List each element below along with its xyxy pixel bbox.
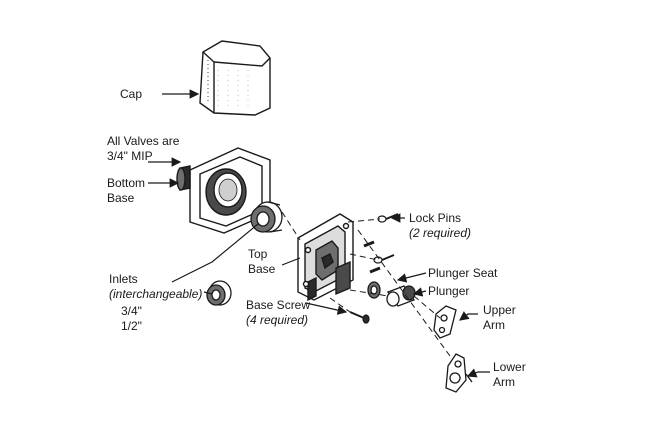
upper-arm-label-line2: Arm — [483, 318, 505, 332]
inlet-1-2-part — [206, 280, 232, 306]
inlet-size-1-2: 1/2" — [121, 319, 142, 333]
base-screw-label: Base Screw — [246, 298, 311, 312]
inlets-note: (interchangeable) — [109, 287, 203, 301]
lock-pins-note: (2 required) — [409, 226, 472, 240]
bottom-base-label-line2: Base — [107, 191, 135, 205]
cap-part — [199, 40, 271, 116]
lower-arm-part — [445, 353, 473, 393]
upper-arm-part — [433, 305, 457, 339]
lower-arm-label-line1: Lower — [493, 360, 526, 374]
all-valves-label-line2: 3/4" MIP — [107, 149, 153, 163]
callout-leaders — [148, 89, 490, 378]
plunger-seat-label: Plunger Seat — [428, 266, 498, 280]
inlet-size-3-4: 3/4" — [121, 304, 142, 318]
inlets-label: Inlets — [109, 272, 138, 286]
top-base-label-line1: Top — [248, 247, 268, 261]
base-screw-note: (4 required) — [246, 313, 309, 327]
plunger-seat-part — [367, 281, 381, 299]
top-base-part — [297, 213, 354, 302]
lock-pins-label: Lock Pins — [409, 211, 462, 225]
plunger-label: Plunger — [428, 284, 470, 298]
bottom-base-part — [176, 147, 271, 234]
lock-pin-parts — [363, 213, 399, 274]
base-screw-parts — [349, 311, 370, 324]
bottom-base-label-line1: Bottom — [107, 176, 146, 190]
lower-arm-label-line2: Arm — [493, 375, 515, 389]
assembly-axis-lines — [281, 211, 451, 357]
plunger-part — [386, 285, 416, 307]
cap-label: Cap — [120, 87, 143, 101]
top-base-label-line2: Base — [248, 262, 276, 276]
all-valves-label-line1: All Valves are — [107, 134, 180, 148]
upper-arm-label-line1: Upper — [483, 303, 516, 317]
